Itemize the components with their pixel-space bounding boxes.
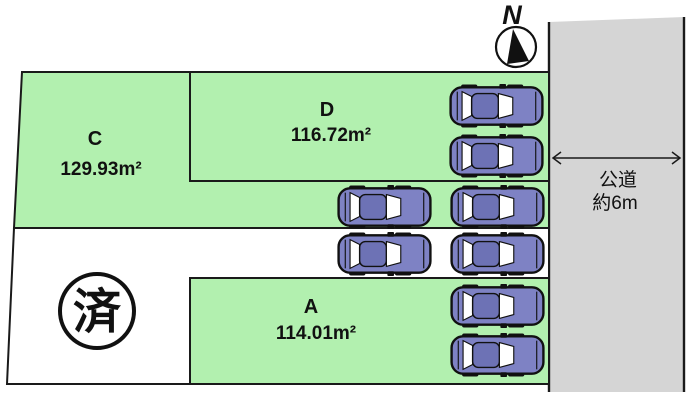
plot-d-label: D [320, 99, 334, 121]
plot-c-area: 129.93m² [60, 159, 141, 180]
compass: N [494, 0, 538, 69]
compass-needle-icon [507, 29, 529, 64]
plot-d-area: 116.72m² [291, 125, 371, 146]
car [450, 333, 545, 377]
compass-north-label: N [502, 0, 522, 30]
arrow-left-head-icon [551, 151, 562, 165]
arrow-right-head-icon [671, 151, 682, 165]
sold-stamp-text: 済 [73, 286, 122, 339]
car [337, 185, 432, 229]
sold-stamp-circle [58, 272, 136, 350]
road-width-arrow [551, 151, 682, 165]
road-name-label: 公道 [599, 169, 637, 191]
car [449, 84, 544, 128]
road-width-label: 約6m [592, 192, 637, 214]
road-area: 公道 約6m [547, 17, 686, 392]
sold-stamp: 済 [58, 272, 136, 350]
plot-a-area: 114.01m² [276, 323, 356, 344]
car [450, 284, 545, 328]
car [450, 232, 545, 276]
car [449, 134, 544, 178]
plot-c-label: C [88, 128, 102, 150]
road-surface [549, 17, 684, 392]
plot-labels: C 129.93m² D 116.72m² A 114.01m² [60, 99, 371, 344]
plot-a-label: A [304, 296, 318, 318]
car [450, 185, 545, 229]
car [337, 232, 432, 276]
